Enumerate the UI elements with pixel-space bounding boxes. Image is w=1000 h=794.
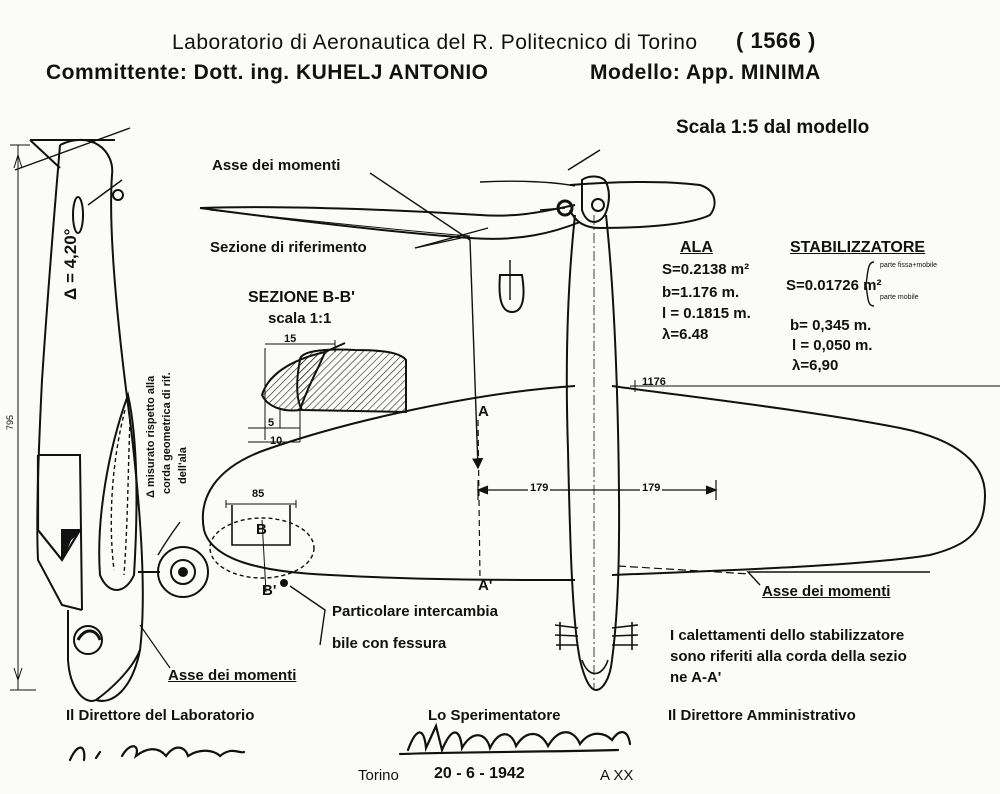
place-label: Torino — [358, 767, 399, 784]
section-a-label: A — [478, 403, 489, 420]
section-bb-airfoil — [248, 340, 407, 443]
wing-area: S=0.2138 m² — [662, 261, 750, 278]
span-dimension-label: 1176 — [642, 376, 666, 388]
section-bb-title: SEZIONE B-B' — [248, 289, 355, 306]
signature-experimenter — [398, 722, 632, 756]
section-bb-dim-10: 10 — [270, 435, 283, 447]
stabilizer-note-line-2: sono riferiti alla corda della sezio — [670, 648, 907, 665]
interchangeable-label-2: bile con fessura — [332, 635, 447, 652]
stabilizer-span: b= 0,345 m. — [790, 317, 872, 334]
stabilizer-brace-bottom: parte mobile — [880, 294, 919, 301]
sheet-number-value: 1566 — [750, 28, 802, 53]
stabilizer-aspect-ratio: λ=6,90 — [792, 357, 839, 374]
wing-span: b=1.176 m. — [662, 284, 740, 301]
stabilizer-note-line-1: I calettamenti dello stabilizzatore — [670, 627, 905, 644]
stabilizer-data-title: STABILIZZATORE — [790, 239, 926, 256]
section-bb-dim-5: 5 — [268, 417, 275, 429]
section-bb-dim-15: 15 — [284, 333, 297, 345]
era-label: A XX — [600, 767, 634, 784]
wing-aspect-ratio: λ=6.48 — [662, 326, 709, 343]
section-b-label: B — [256, 521, 267, 538]
experimenter-label: Lo Sperimentatore — [428, 707, 561, 724]
director-lab-label: Il Direttore del Laboratorio — [66, 707, 255, 724]
plan-view-fuselage — [565, 214, 621, 692]
half-span-dimension — [476, 480, 718, 500]
plan-view-wing — [201, 385, 987, 581]
moment-axis-left-label: Asse dei momenti — [168, 667, 297, 684]
half-span-left-label: 179 — [528, 482, 551, 494]
moment-axis-right-label: Asse dei momenti — [762, 583, 891, 600]
director-admin-label: Il Direttore Amministrativo — [668, 707, 856, 724]
interchangeable-flap-detail — [209, 500, 315, 593]
side-view-nose-detail — [73, 625, 103, 655]
stabilizer-note-line-3: ne A-A' — [670, 669, 722, 686]
stabilizer-area: S=0.01726 m² — [786, 277, 882, 294]
tail-profile — [199, 180, 581, 314]
stabilizer-chord: l = 0,050 m. — [792, 337, 873, 354]
side-dimension-line — [10, 144, 36, 691]
landing-gear-detail — [554, 622, 639, 650]
model-line: Modello: App. MINIMA — [590, 61, 821, 84]
signature-director — [68, 745, 246, 762]
reference-section-label: Sezione di riferimento — [210, 239, 367, 256]
moment-axis-leader — [369, 172, 484, 470]
side-view-wheel — [138, 521, 209, 598]
interchangeable-label-1: Particolare intercambia — [332, 603, 498, 620]
scale-line: Scala 1:5 dal modello — [676, 117, 870, 138]
section-bb-scale: scala 1:1 — [268, 310, 332, 327]
span-dimension-line — [630, 380, 1000, 392]
section-a-line — [477, 419, 481, 581]
stabilizer-brace-top: parte fissa+mobile — [880, 262, 938, 269]
section-a-prime-label: A' — [478, 577, 493, 594]
moment-axis-top-label: Asse dei momenti — [212, 157, 341, 174]
wing-chord: l = 0.1815 m. — [662, 305, 751, 322]
half-span-right-label: 179 — [640, 482, 663, 494]
side-view-fuselage — [14, 127, 144, 702]
flap-dimension-label: 85 — [252, 488, 265, 500]
lab-title: Laboratorio di Aeronautica del R. Polite… — [172, 31, 698, 54]
side-view-wing-section — [98, 391, 138, 591]
plan-view-stabilizer — [567, 149, 716, 230]
wing-data-title: ALA — [680, 239, 713, 256]
date-label: 20 - 6 - 1942 — [434, 765, 525, 782]
sheet-number: ( 1566 ) — [736, 28, 816, 53]
section-b-prime-label: B' — [262, 582, 277, 599]
client-line: Committente: Dott. ing. KUHELJ ANTONIO — [46, 61, 489, 84]
